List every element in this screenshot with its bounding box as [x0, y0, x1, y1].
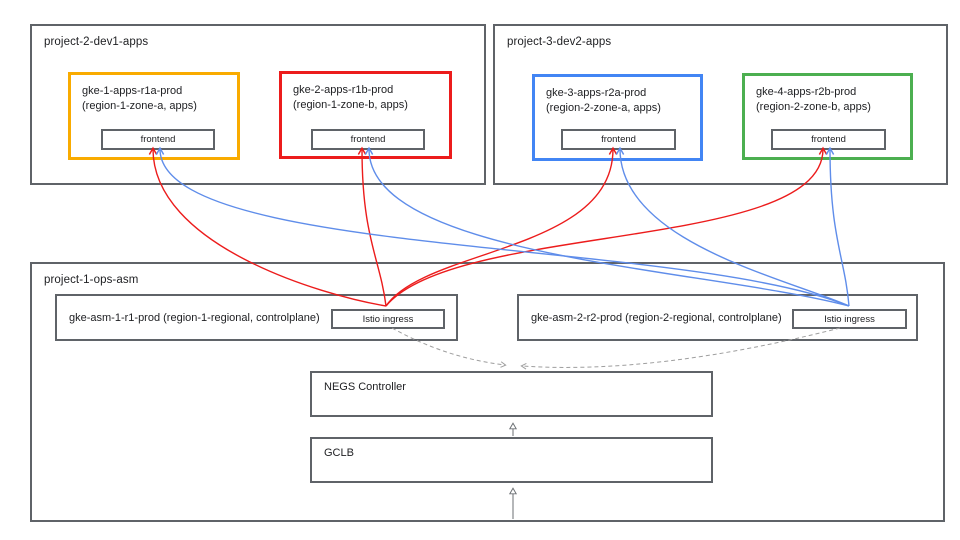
- cluster-box-gke-3: gke-3-apps-r2a-prod (region-2-zone-a, ap…: [532, 74, 703, 161]
- cluster-box-gke-4: gke-4-apps-r2b-prod (region-2-zone-b, ap…: [742, 73, 913, 160]
- cluster-box-gke-2: gke-2-apps-r1b-prod (region-1-zone-b, ap…: [279, 71, 452, 159]
- cluster-name-gke-1: gke-1-apps-r1a-prod (region-1-zone-a, ap…: [82, 84, 197, 114]
- project-title-dev1: project-2-dev1-apps: [44, 36, 149, 48]
- cluster-name-line2: (region-1-zone-a, apps): [82, 100, 197, 112]
- cluster-name-line2: (region-2-zone-a, apps): [546, 102, 661, 114]
- negs-controller-box: NEGS Controller: [310, 371, 713, 417]
- frontend-box-gke-1: frontend: [101, 129, 215, 150]
- cluster-name-line1: gke-3-apps-r2a-prod: [546, 87, 647, 99]
- frontend-box-gke-2: frontend: [311, 129, 425, 150]
- cluster-name-line1: gke-1-apps-r1a-prod: [82, 85, 183, 97]
- istio-ingress-box-asm-1: Istio ingress: [331, 309, 445, 329]
- project-title-ops: project-1-ops-asm: [44, 274, 139, 286]
- cluster-name-gke-2: gke-2-apps-r1b-prod (region-1-zone-b, ap…: [293, 83, 408, 113]
- cluster-name-gke-4: gke-4-apps-r2b-prod (region-2-zone-b, ap…: [756, 85, 871, 115]
- project-title-dev2: project-3-dev2-apps: [507, 36, 612, 48]
- cluster-name-gke-asm-2: gke-asm-2-r2-prod (region-2-regional, co…: [531, 311, 782, 324]
- cluster-name-gke-asm-1: gke-asm-1-r1-prod (region-1-regional, co…: [69, 311, 320, 324]
- istio-ingress-box-asm-2: Istio ingress: [792, 309, 907, 329]
- frontend-box-gke-4: frontend: [771, 129, 886, 150]
- cluster-box-gke-asm-1: gke-asm-1-r1-prod (region-1-regional, co…: [55, 294, 458, 341]
- cluster-box-gke-1: gke-1-apps-r1a-prod (region-1-zone-a, ap…: [68, 72, 240, 160]
- cluster-name-line1: gke-4-apps-r2b-prod: [756, 86, 857, 98]
- gclb-label: GCLB: [324, 447, 354, 459]
- frontend-box-gke-3: frontend: [561, 129, 676, 150]
- cluster-name-line2: (region-2-zone-b, apps): [756, 101, 871, 113]
- cluster-name-gke-3: gke-3-apps-r2a-prod (region-2-zone-a, ap…: [546, 86, 661, 116]
- cluster-name-line1: gke-2-apps-r1b-prod: [293, 84, 394, 96]
- gclb-box: GCLB: [310, 437, 713, 483]
- negs-controller-label: NEGS Controller: [324, 381, 406, 393]
- cluster-name-line2: (region-1-zone-b, apps): [293, 99, 408, 111]
- cluster-box-gke-asm-2: gke-asm-2-r2-prod (region-2-regional, co…: [517, 294, 918, 341]
